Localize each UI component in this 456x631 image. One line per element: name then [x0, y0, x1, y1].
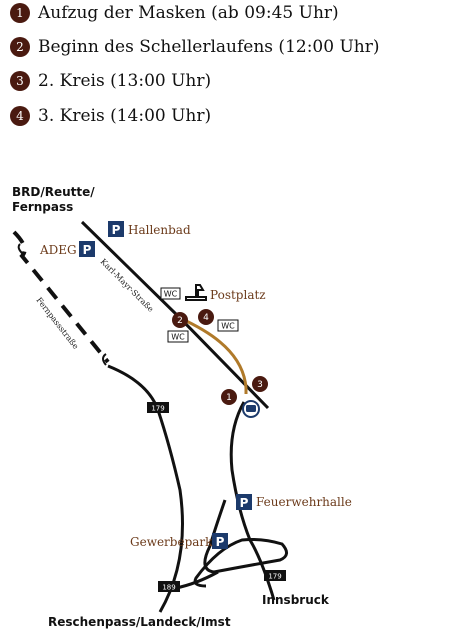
pin-4 — [198, 309, 214, 325]
pin-2-label: 2 — [177, 316, 183, 326]
place-postplatz: Postplatz — [210, 288, 266, 302]
parking-icon-adeg — [79, 241, 95, 257]
wc-icon-2 — [217, 319, 239, 332]
road-number-north: 179 — [151, 405, 164, 413]
road-number-north-box — [147, 402, 169, 413]
wc-label-3: WC — [171, 333, 185, 342]
interchange-loops — [193, 499, 288, 588]
place-gewerbepark: Gewerbepark — [130, 535, 213, 549]
pin-2 — [172, 312, 188, 328]
legend-number-2: 2 — [10, 37, 30, 57]
parking-icon-feuerwehrhalle — [236, 494, 252, 510]
bus-shape — [246, 405, 256, 412]
festival-route — [179, 316, 248, 394]
parking-label-gewerbepark: P — [216, 535, 225, 549]
parking-icon-hallenbad — [108, 221, 124, 237]
legend-number-3: 3 — [10, 71, 30, 91]
legend-item-3: 3 2. Kreis (13:00 Uhr) — [10, 69, 211, 93]
legend-number-1: 1 — [10, 3, 30, 23]
pin-1-label: 1 — [226, 393, 232, 403]
tunnel-end-north — [17, 243, 25, 256]
legend-number-4: 4 — [10, 106, 30, 126]
fernpass-road-dashed — [12, 230, 110, 364]
legend-label-1: Aufzug der Masken (ab 09:45 Uhr) — [38, 3, 339, 23]
destination-south: Reschenpass/Landeck/Imst — [48, 615, 231, 629]
legend-label-2: Beginn des Schellerlaufens (12:00 Uhr) — [38, 37, 380, 57]
place-adeg: ADEG — [39, 243, 77, 257]
pin-1 — [221, 389, 237, 405]
road-number-east-box — [264, 570, 286, 581]
destination-east: Innsbruck — [262, 593, 330, 607]
tunnel-end-south — [102, 353, 107, 366]
fernpass-road-south — [107, 364, 184, 613]
place-hallenbad: Hallenbad — [128, 223, 191, 237]
legend-item-1: 1 Aufzug der Masken (ab 09:45 Uhr) — [10, 1, 339, 25]
legend-label-4: 3. Kreis (14:00 Uhr) — [38, 106, 212, 126]
parking-label-hallenbad: P — [112, 223, 121, 237]
road-number-south-box — [158, 581, 180, 592]
parking-label-adeg: P — [83, 243, 92, 257]
wc-icon-3 — [167, 330, 189, 343]
destination-north-line1: BRD/Reutte/ — [12, 185, 95, 199]
road-number-south: 189 — [162, 584, 175, 592]
postplatz-icon — [185, 284, 207, 301]
legend-item-2: 2 Beginn des Schellerlaufens (12:00 Uhr) — [10, 35, 380, 59]
pin-3 — [252, 376, 268, 392]
wc-label-2: WC — [221, 322, 235, 331]
parking-label-feuerwehrhalle: P — [240, 496, 249, 510]
pin-3-label: 3 — [257, 380, 263, 390]
legend-item-4: 4 3. Kreis (14:00 Uhr) — [10, 104, 211, 128]
pin-4-label: 4 — [203, 313, 209, 323]
parking-icon-gewerbepark — [212, 533, 228, 549]
wc-icon-1 — [160, 287, 181, 300]
wc-label-1: WC — [164, 290, 178, 299]
destination-north-line2: Fernpass — [12, 200, 73, 214]
road-number-east: 179 — [268, 573, 281, 581]
place-feuerwehrhalle: Feuerwehrhalle — [256, 495, 352, 509]
legend-label-3: 2. Kreis (13:00 Uhr) — [38, 71, 212, 91]
street-fernpass: Fernpassstraße — [34, 296, 80, 351]
